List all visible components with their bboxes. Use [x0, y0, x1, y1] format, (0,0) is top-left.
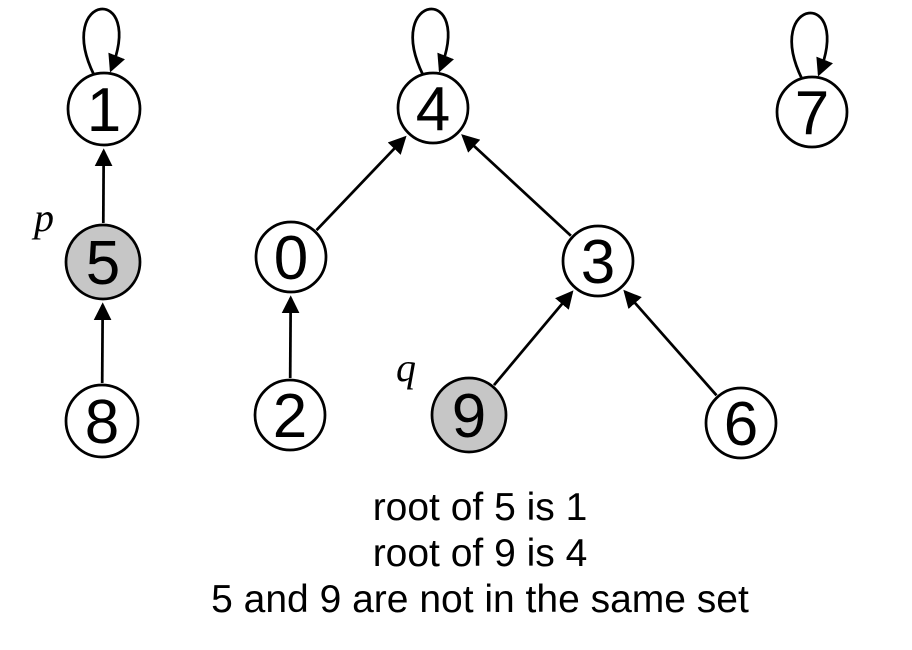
node-3-circle	[561, 224, 635, 298]
self-loop-1	[82, 7, 125, 76]
node-8: 8	[64, 383, 140, 459]
node-5-label: 5	[86, 229, 120, 298]
node-9-label: 9	[452, 382, 486, 451]
node-8-label: 8	[85, 388, 119, 457]
pointer-label-p: p	[31, 195, 54, 240]
node-1-label: 1	[87, 76, 121, 145]
node-5-circle	[64, 223, 142, 301]
node-0-circle	[254, 220, 328, 294]
node-0: 0	[254, 220, 328, 294]
edge-9-to-3	[492, 290, 574, 386]
node-6-circle	[704, 386, 778, 460]
edge-0-to-4	[315, 135, 407, 232]
pointer-labels-layer: pq	[31, 195, 416, 390]
self-loop-4	[411, 7, 454, 76]
self-loops-layer	[82, 7, 833, 80]
node-4-label: 4	[416, 75, 450, 144]
edge-6-to-3	[623, 289, 718, 397]
pointer-label-q: q	[396, 345, 416, 390]
node-3: 3	[561, 224, 635, 298]
node-7: 7	[775, 75, 849, 149]
caption-line-2: root of 9 is 4	[373, 532, 588, 575]
caption-line-1: root of 5 is 1	[373, 486, 588, 529]
node-5: 5	[64, 223, 142, 301]
node-2-label: 2	[273, 382, 307, 451]
node-6-label: 6	[724, 390, 758, 459]
node-0-label: 0	[274, 224, 308, 293]
node-4-circle	[396, 71, 470, 145]
edges-layer	[93, 134, 718, 397]
node-2: 2	[253, 378, 327, 452]
node-6: 6	[704, 386, 778, 460]
node-3-label: 3	[581, 228, 615, 297]
nodes-layer: 1 5 8 4 0 2 3 9 6 7	[64, 71, 849, 460]
edge-3-to-4	[461, 134, 572, 237]
node-9-circle	[430, 376, 508, 454]
node-7-circle	[775, 75, 849, 149]
node-9: 9	[430, 376, 508, 454]
node-1-circle	[66, 71, 142, 147]
caption-line-3: 5 and 9 are not in the same set	[211, 578, 749, 621]
node-8-circle	[64, 383, 140, 459]
edge-2-to-0	[281, 295, 300, 379]
edge-8-to-5	[93, 302, 112, 384]
self-loop-7	[790, 11, 833, 80]
node-7-label: 7	[795, 79, 829, 148]
node-1: 1	[66, 71, 142, 147]
node-4: 4	[396, 71, 470, 145]
node-2-circle	[253, 378, 327, 452]
